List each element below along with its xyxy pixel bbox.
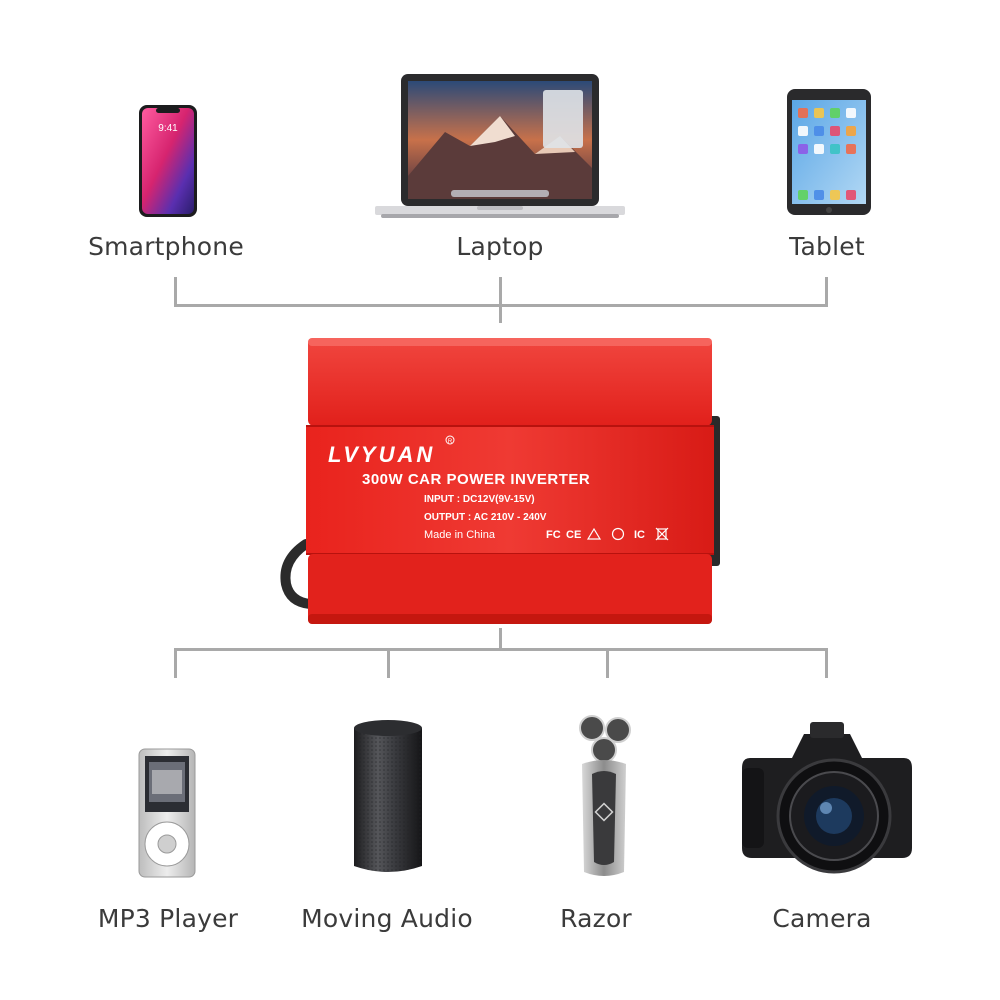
made-in-label: Made in China bbox=[424, 529, 496, 541]
phone-clock: 9:41 bbox=[158, 123, 178, 134]
top-connector-right bbox=[825, 277, 828, 307]
label-moving-audio: Moving Audio bbox=[301, 904, 473, 933]
inverter-brand: LVYUAN bbox=[328, 442, 435, 467]
bottom-connector-1 bbox=[174, 648, 177, 678]
label-mp3-player: MP3 Player bbox=[97, 904, 239, 933]
label-laptop: Laptop bbox=[456, 232, 544, 261]
laptop-icon bbox=[375, 74, 625, 218]
rcm-mark-icon bbox=[586, 527, 602, 540]
mp3-player-icon bbox=[138, 748, 196, 878]
bottom-connector-3 bbox=[606, 648, 609, 678]
inverter-model: 300W CAR POWER INVERTER bbox=[362, 471, 590, 488]
razor-icon bbox=[579, 715, 631, 876]
bottom-connector-2 bbox=[387, 648, 390, 678]
ce-mark: CE bbox=[566, 529, 581, 541]
inverter-device: LVYUAN R 300W CAR POWER INVERTER INPUT :… bbox=[280, 338, 720, 624]
inverter-input: INPUT : DC12V(9V-15V) bbox=[424, 494, 535, 505]
camera-icon bbox=[742, 722, 912, 874]
ic-mark: IC bbox=[634, 529, 645, 541]
smartphone-icon: 9:41 bbox=[139, 105, 197, 217]
weee-bin-icon bbox=[655, 527, 669, 541]
tablet-icon bbox=[787, 89, 871, 215]
trademark-symbol: R bbox=[448, 439, 453, 445]
top-connector-middle bbox=[499, 277, 502, 323]
bottom-connector-4 bbox=[825, 648, 828, 678]
label-smartphone: Smartphone bbox=[88, 232, 244, 261]
label-razor: Razor bbox=[560, 904, 632, 933]
speaker-icon bbox=[354, 720, 422, 872]
top-connector-left bbox=[174, 277, 177, 307]
inverter-output: OUTPUT : AC 210V - 240V bbox=[424, 512, 547, 523]
bottom-connector-center bbox=[499, 628, 502, 650]
label-camera: Camera bbox=[772, 904, 872, 933]
fc-mark: FC bbox=[546, 529, 561, 541]
ccc-mark-icon bbox=[611, 527, 625, 541]
label-tablet: Tablet bbox=[789, 232, 865, 261]
